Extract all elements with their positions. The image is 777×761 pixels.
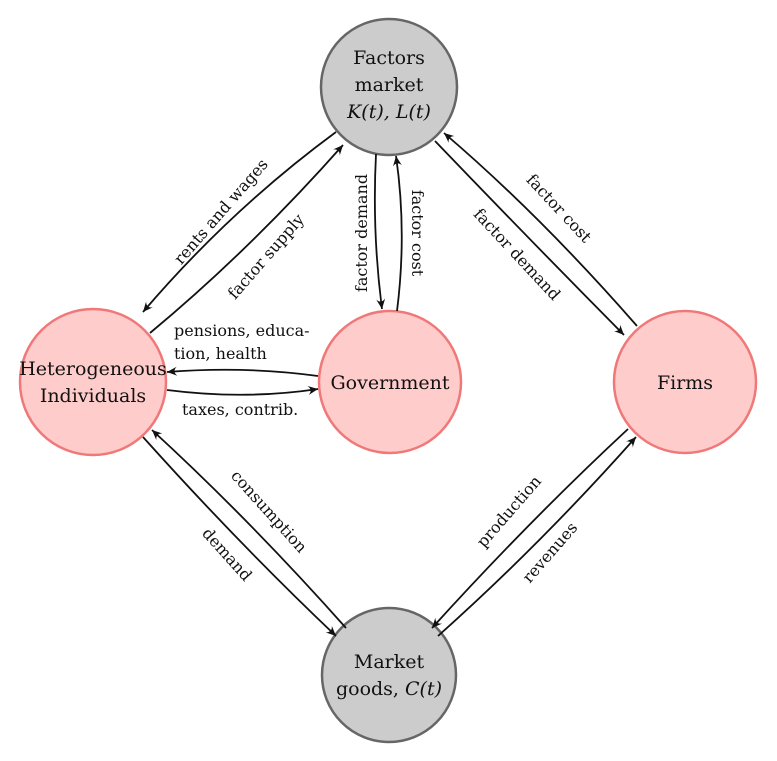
market-goods-label-line1: Market [354,651,425,673]
edge-rents-and-wages [142,131,337,313]
node-government: Government [317,309,463,455]
firms-circle [612,309,758,455]
edge-gov-factor-cost [392,155,403,312]
individuals-label-line2: Individuals [40,385,146,407]
edge-taxes-contributions [166,386,319,396]
label-consumption: consumption [227,466,311,556]
individuals-circle [18,307,168,457]
edge-firms-factor-demand [434,140,625,336]
edge-pensions-education-health [166,366,319,377]
edge-consumption [151,429,347,629]
firms-label: Firms [657,372,713,394]
factors-market-label-line3: K(t), L(t) [346,101,431,123]
edge-firms-factor-cost [443,132,638,327]
label-gov-factor-demand: factor demand [352,174,371,292]
edge-factor-supply [149,144,344,334]
node-market-goods: Market goods, C(t) [320,606,458,744]
label-pensions-line2: tion, health [174,344,267,363]
label-production: production [473,472,545,551]
market-goods-label-math: C(t) [405,678,442,700]
edge-production [431,428,629,629]
market-goods-label-line2: goods, C(t) [336,678,442,700]
node-factors-market: Factors market K(t), L(t) [319,17,459,157]
factors-market-circle [319,17,459,157]
label-firms-factor-cost: factor cost [523,170,596,247]
node-individuals: Heterogeneous Individuals [18,307,168,457]
edge-gov-factor-demand [373,153,386,310]
label-taxes: taxes, contrib. [182,400,298,419]
label-rents-and-wages: rents and wages [170,155,272,268]
market-goods-circle [320,606,458,744]
government-circle [317,309,463,455]
edge-demand [142,436,337,637]
factors-market-label-line2: market [355,74,424,96]
government-label: Government [330,372,449,394]
label-gov-factor-cost: factor cost [408,190,427,277]
label-demand: demand [198,524,256,585]
node-firms: Firms [612,309,758,455]
label-pensions-line1: pensions, educa- [174,321,310,340]
edge-revenues [437,436,637,637]
factors-market-label-line1: Factors [353,47,425,69]
market-goods-label-text: goods, [336,678,405,700]
individuals-label-line1: Heterogeneous [19,358,167,380]
label-firms-factor-demand: factor demand [470,205,564,304]
